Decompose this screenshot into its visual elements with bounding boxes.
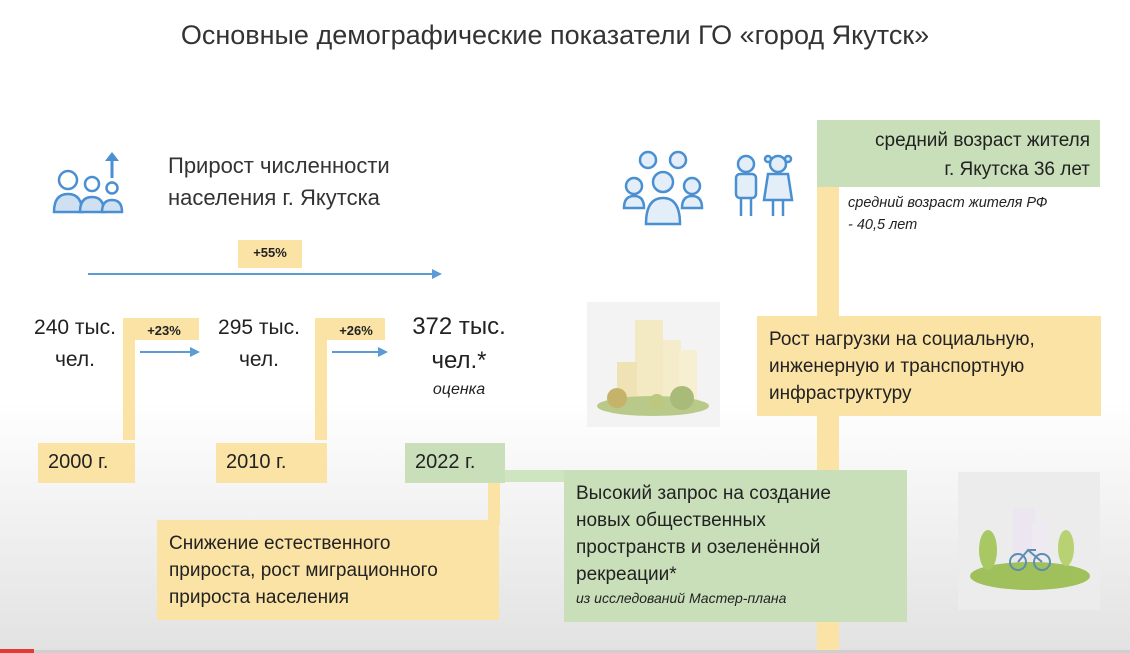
population-2010-unit: чел.	[238, 348, 279, 371]
growth-heading-line1: Прирост численности	[168, 153, 390, 178]
park-illustration	[958, 472, 1100, 610]
connector-2010-vertical	[315, 318, 327, 440]
children-icon	[734, 154, 794, 216]
growth-2000-2010-badge: +23%	[147, 323, 181, 338]
population-2022-value: 372 тыс.	[412, 313, 506, 340]
natural-growth-note: Снижение естественного прироста, рост ми…	[157, 520, 499, 620]
population-2000: 240 тыс. чел.	[20, 312, 130, 376]
arrow-2000-2010	[140, 347, 200, 357]
rf-age-line1: средний возраст жителя РФ	[848, 195, 1048, 211]
public-line4: рекреации*	[576, 564, 677, 585]
public-line1: Высокий запрос на создание	[576, 483, 831, 504]
age-line1: средний возраст жителя	[875, 130, 1090, 151]
city-buildings-image	[597, 320, 709, 416]
rf-age-note: средний возраст жителя РФ - 40,5 лет	[848, 192, 1047, 236]
natural-line1: Снижение естественного	[169, 533, 391, 554]
population-2022: 372 тыс. чел.* оценка	[395, 310, 523, 402]
city-illustration	[587, 302, 720, 427]
growth-heading-line2: населения г. Якутска	[168, 185, 380, 210]
page-title: Основные демографические показатели ГО «…	[180, 20, 930, 50]
infra-line1: Рост нагрузки на социальную,	[769, 329, 1035, 350]
infrastructure-load-note: Рост нагрузки на социальную, инженерную …	[757, 316, 1101, 416]
people-group-icon	[622, 150, 704, 226]
infra-line3: инфраструктуру	[769, 383, 912, 404]
population-2022-unit: чел.*	[431, 347, 487, 374]
average-age-box: средний возраст жителя г. Якутска 36 лет	[817, 120, 1100, 187]
year-2022: 2022 г.	[405, 443, 505, 483]
connector-2000-vertical	[123, 318, 135, 440]
total-growth-arrow	[88, 269, 442, 279]
progress-marker	[0, 649, 34, 653]
infra-line2: инженерную и транспортную	[769, 356, 1025, 377]
year-2010: 2010 г.	[216, 443, 327, 483]
connector-2022-right	[490, 470, 580, 482]
total-growth-badge: +55%	[238, 240, 302, 268]
connector-2010-top	[315, 318, 385, 340]
population-2000-unit: чел.	[54, 348, 95, 371]
growth-2010-2022-badge: +26%	[339, 323, 373, 338]
age-line2: г. Якутска 36 лет	[944, 159, 1090, 180]
population-2010: 295 тыс. чел.	[205, 312, 313, 376]
population-growth-icon	[52, 152, 124, 214]
public-line3: пространств и озеленённой	[576, 537, 821, 558]
population-2010-value: 295 тыс.	[218, 316, 300, 339]
bottom-rule	[34, 650, 1130, 653]
population-2022-note: оценка	[432, 381, 486, 398]
growth-heading: Прирост численности населения г. Якутска	[168, 150, 390, 214]
park-bicycle-image	[970, 508, 1090, 590]
connector-2022-down	[488, 480, 500, 525]
natural-line3: прироста населения	[169, 587, 349, 608]
public-line2: новых общественных	[576, 510, 766, 531]
population-2000-value: 240 тыс.	[34, 316, 116, 339]
year-2000: 2000 г.	[38, 443, 135, 483]
public-source: из исследований Мастер-плана	[576, 590, 787, 606]
connector-2000-top	[123, 318, 199, 340]
public-space-demand-note: Высокий запрос на создание новых обществ…	[564, 470, 907, 622]
arrow-2010-2022	[332, 347, 388, 357]
natural-line2: прироста, рост миграционного	[169, 560, 438, 581]
rf-age-line2: - 40,5 лет	[848, 217, 918, 233]
